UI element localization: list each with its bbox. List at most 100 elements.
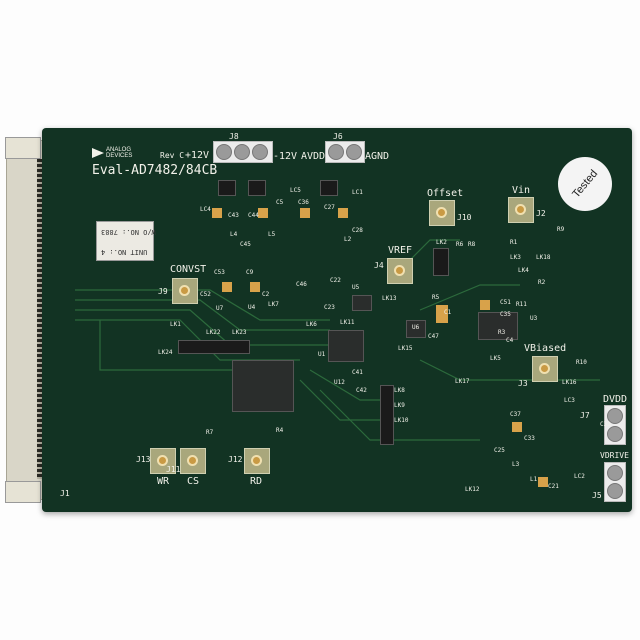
designator-lc3: LC3	[564, 397, 575, 404]
designator-c33: C33	[524, 435, 535, 442]
board-title: Eval-AD7482/84CB	[92, 163, 218, 178]
designator-c46: C46	[296, 281, 307, 288]
designator-lk13: LK13	[382, 295, 397, 302]
j13-label: J13	[136, 455, 151, 464]
rd-label: RD	[250, 476, 263, 487]
designator-lk17: LK17	[455, 378, 470, 385]
agnd-label: AGND	[365, 151, 390, 162]
designator-lk6: LK6	[306, 321, 317, 328]
sma-offset[interactable]	[429, 200, 455, 226]
designator-c45: C45	[240, 241, 251, 248]
designator-l5: L5	[268, 231, 276, 238]
designator-r8: R8	[468, 241, 476, 248]
terminal-j5[interactable]	[604, 462, 626, 502]
capacitor	[250, 282, 260, 292]
designator-c35: C35	[500, 311, 511, 318]
designator-r7: R7	[206, 429, 214, 436]
vref-label: VREF	[388, 245, 413, 256]
designator-lc5: LC5	[290, 187, 301, 194]
chip-u2	[232, 360, 294, 412]
rev-label: Rev C	[160, 151, 185, 160]
avdd-label: AVDD	[301, 151, 326, 162]
designator-u5: U5	[352, 284, 360, 291]
minus12v-label: -12V	[273, 151, 298, 162]
designator-lk5: LK5	[490, 355, 501, 362]
designator-r4: R4	[276, 427, 284, 434]
designator-r3: R3	[498, 329, 506, 336]
vbiased-label: VBiased	[524, 343, 567, 354]
designator-c41: C41	[352, 369, 363, 376]
jumper[interactable]	[320, 180, 338, 196]
j6-label: J6	[333, 132, 343, 141]
capacitor	[436, 305, 448, 323]
cs-label: CS	[187, 476, 200, 487]
chip-u3	[478, 312, 518, 340]
designator-u4: U4	[248, 304, 256, 311]
designator-lk12: LK12	[465, 486, 480, 493]
j4-label: J4	[374, 261, 384, 270]
sma-convst[interactable]	[172, 278, 198, 304]
j11-label: J11	[166, 465, 181, 474]
j5-label: J5	[592, 491, 602, 500]
j9-label: J9	[158, 287, 168, 296]
j10-label: J10	[457, 213, 472, 222]
designator-lk15: LK15	[398, 345, 413, 352]
j7-label: J7	[580, 411, 590, 420]
designator-c4: C4	[506, 337, 514, 344]
designator-lk16: LK16	[562, 379, 577, 386]
vdrive-label: VDRIVE	[600, 451, 629, 460]
j8-label: J8	[229, 132, 239, 141]
j2-label: J2	[536, 209, 546, 218]
jumpers-lk8-lk10[interactable]	[380, 385, 394, 445]
designator-c53: C53	[214, 269, 225, 276]
chip-u5	[352, 295, 372, 311]
designator-c9: C9	[246, 269, 254, 276]
designator-l4: L4	[230, 231, 238, 238]
j12-label: J12	[228, 455, 243, 464]
vin-label: Vin	[512, 185, 531, 196]
designator-u1: U1	[318, 351, 326, 358]
designator-lc1: LC1	[352, 189, 363, 196]
capacitor	[480, 300, 490, 310]
capacitor	[222, 282, 232, 292]
designator-lk23: LK23	[232, 329, 247, 336]
wr-label: WR	[157, 476, 170, 487]
designator-l3: L3	[512, 461, 520, 468]
plus12v-label: +12V	[185, 150, 210, 161]
designator-r5: R5	[432, 294, 440, 301]
designator-lk9: LK9	[394, 402, 405, 409]
designator-l2: L2	[344, 236, 352, 243]
chip-u1	[328, 330, 364, 362]
jumper[interactable]	[248, 180, 266, 196]
sma-vbiased[interactable]	[532, 356, 558, 382]
designator-lk4: LK4	[518, 267, 529, 274]
designator-r1: R1	[510, 239, 518, 246]
sma-wr[interactable]	[150, 448, 176, 474]
designator-c5: C5	[276, 199, 284, 206]
jumper[interactable]	[218, 180, 236, 196]
designator-c25: C25	[494, 447, 505, 454]
designator-c22: C22	[330, 277, 341, 284]
capacitor	[300, 208, 310, 218]
designator-lk1: LK1	[170, 321, 181, 328]
designator-r10: R10	[576, 359, 587, 366]
sma-vref[interactable]	[387, 258, 413, 284]
designator-c28: C28	[352, 227, 363, 234]
designator-r6: R6	[456, 241, 464, 248]
capacitor	[212, 208, 222, 218]
terminal-j8[interactable]	[213, 141, 273, 163]
j1-label: J1	[60, 489, 70, 498]
sma-cs[interactable]	[180, 448, 206, 474]
sma-vin[interactable]	[508, 197, 534, 223]
jumpers-lk22-lk24[interactable]	[178, 340, 250, 354]
designator-u3: U3	[530, 315, 538, 322]
terminal-j7[interactable]	[604, 405, 626, 445]
designator-lk24: LK24	[158, 349, 173, 356]
designator-lk3: LK3	[510, 254, 521, 261]
terminal-j6[interactable]	[325, 141, 365, 163]
sma-rd[interactable]	[244, 448, 270, 474]
designator-u12: U12	[334, 379, 345, 386]
jumper-lk2[interactable]	[433, 248, 449, 276]
